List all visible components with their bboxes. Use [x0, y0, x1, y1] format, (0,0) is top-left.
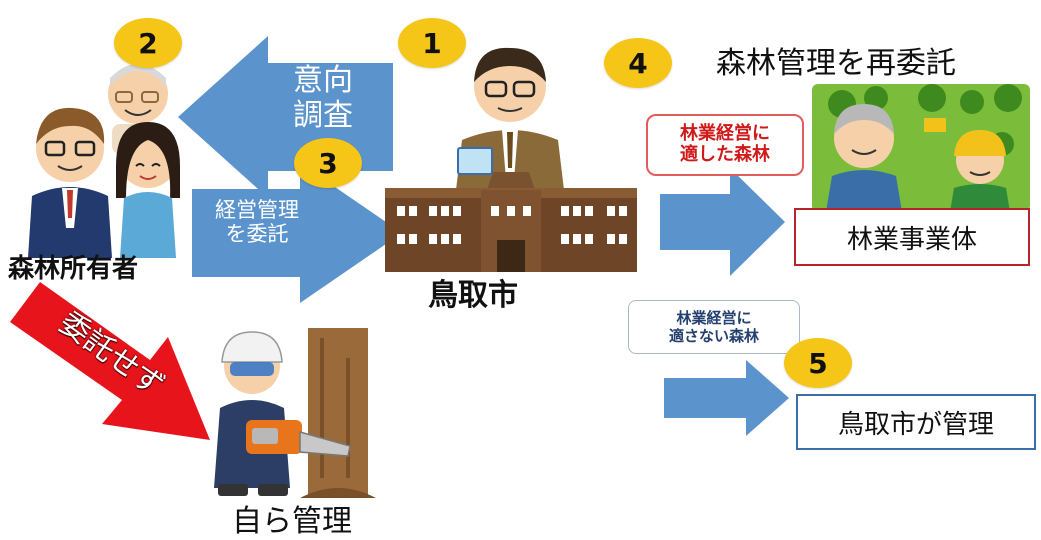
step-badge-3: 3: [294, 138, 362, 188]
entrust-arrow-label: 経営管理 を委託: [215, 198, 299, 247]
step-badge-4: 4: [604, 38, 672, 88]
step-badge-2: 2: [114, 18, 182, 68]
forest-owners-illustration: [28, 64, 180, 258]
unsuitable-forest-tag: 林業経営に 適さない森林: [628, 300, 800, 354]
step-badge-5: 5: [784, 338, 852, 388]
city-manages-text: 鳥取市が管理: [837, 409, 994, 440]
city-label: 鳥取市: [428, 278, 518, 313]
city-manages-box: 鳥取市が管理: [796, 394, 1036, 450]
re-entrust-title: 森林管理を再委託: [716, 46, 956, 81]
survey-arrow-label: 意向 調査: [293, 63, 353, 133]
suitable-forest-text: 林業経営に 適した森林: [680, 123, 770, 165]
owners-label: 森林所有者: [8, 254, 139, 284]
to-city-manage-arrow: [664, 360, 789, 436]
forestry-company-illustration: [812, 84, 1030, 212]
forestry-company-box: 林業事業体: [794, 208, 1030, 266]
to-forestry-arrow: [660, 168, 785, 276]
not-entrust-arrow: [10, 282, 210, 440]
unsuitable-forest-text: 林業経営に 適さない森林: [668, 309, 759, 345]
forestry-company-text: 林業事業体: [846, 224, 977, 255]
city-hall-illustration: [385, 172, 637, 272]
step-badge-1: 1: [398, 18, 466, 68]
city-official-illustration: [456, 47, 564, 190]
self-manage-label: 自ら管理: [232, 504, 352, 539]
suitable-forest-tag: 林業経営に 適した森林: [646, 114, 804, 176]
self-manage-worker-illustration: [214, 328, 376, 498]
entrust-arrow: [192, 163, 402, 303]
